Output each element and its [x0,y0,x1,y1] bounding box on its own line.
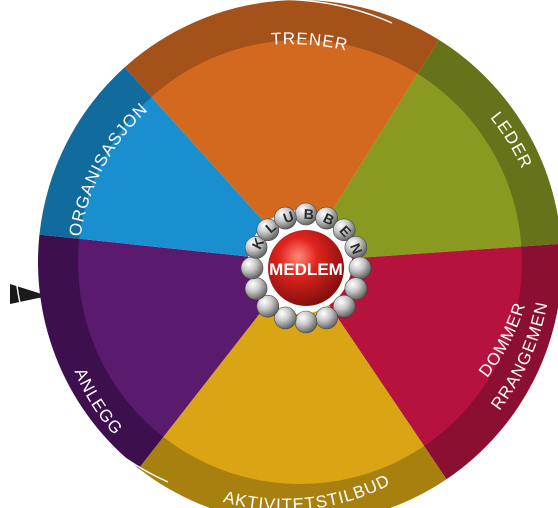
segment-rim-leder [417,39,558,247]
segment-organisasjon[interactable] [79,97,266,257]
segment-anlegg[interactable] [77,238,268,437]
hub-ball [294,310,318,334]
segment-leder[interactable] [327,73,522,259]
center-hub [240,202,372,334]
medlem-button[interactable] [268,230,344,306]
segment-aktivitet[interactable] [163,302,425,484]
hub-ball [244,277,268,300]
hub-ball [240,256,264,280]
hub-ball [348,256,372,280]
segment-trener[interactable] [151,40,418,224]
klubben-letter: U [281,208,296,226]
segment-rim-trener [124,0,439,98]
hub-ball [344,277,368,300]
hub-ball [315,306,338,330]
medlem-label: MEDLEM [269,260,343,279]
segment-dommer[interactable] [329,246,523,447]
hub-ball [315,206,338,230]
segment-rim-aktivitet [138,436,447,508]
hub-ball [256,294,280,318]
klubben-letter: B [303,206,314,223]
hub-ball [332,294,356,318]
segments-layer [37,0,558,508]
hub-ball [274,206,297,230]
hub-ball [274,306,297,330]
segment-rim-dommer [423,243,558,480]
guide-arc [14,0,393,483]
hub-ball [256,218,280,242]
segment-rim-anlegg [37,234,164,469]
hub-ball [332,218,356,242]
segment-rim-organisasjon [39,67,153,239]
hub-ball [244,236,268,259]
